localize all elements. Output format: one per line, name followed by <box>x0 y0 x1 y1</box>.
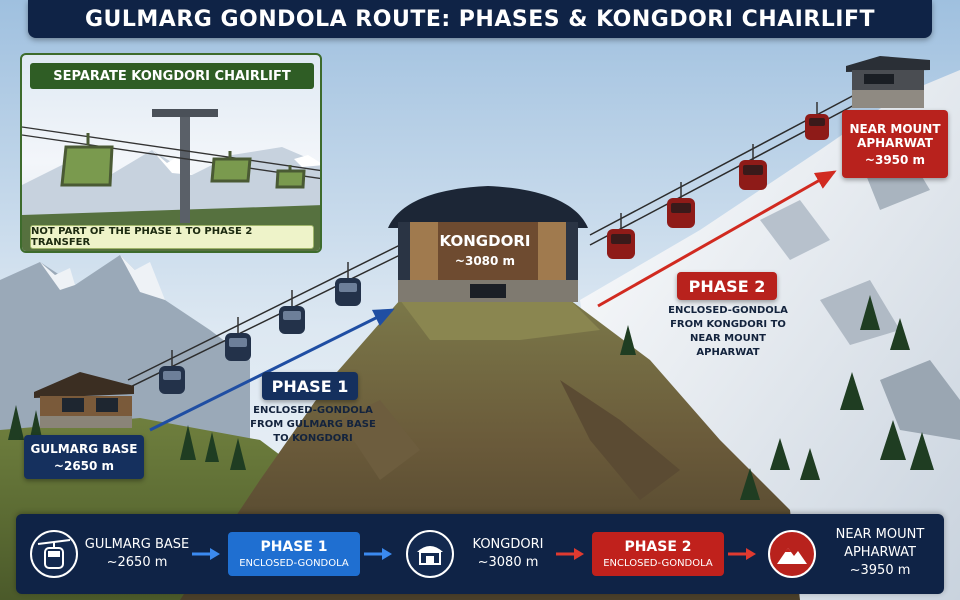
phase1-route-arrow <box>149 308 395 432</box>
summary-base-elevation: ~2650 m <box>106 555 168 570</box>
summit-station-building <box>846 56 930 108</box>
chairlift-inset: SEPARATE KONGDORI CHAIRLIFT NOT PART OF … <box>20 53 322 253</box>
summary-base-name: GULMARG BASE <box>84 537 190 552</box>
summary-summit-elevation: ~3950 m <box>849 563 911 578</box>
kongdori-station-name: KONGDORI <box>439 232 531 250</box>
summit-station-name-2: APHARWAT <box>857 135 933 150</box>
phase2-desc-line: NEAR MOUNT APHARWAT <box>690 333 766 358</box>
summit-station-elevation: ~3950 m <box>864 152 926 167</box>
summary-phase1-sub: ENCLOSED-GONDOLA <box>239 558 349 569</box>
summary-summit: NEAR MOUNT APHARWAT ~3950 m <box>822 526 938 580</box>
summary-phase2: PHASE 2 ENCLOSED-GONDOLA <box>592 532 724 576</box>
kongdori-station-label: KONGDORI ~3080 m <box>438 232 532 282</box>
chairlift-inset-title: SEPARATE KONGDORI CHAIRLIFT <box>30 63 314 89</box>
phase2-desc-line: FROM KONGDORI TO <box>670 319 786 330</box>
summary-kongdori-elevation: ~3080 m <box>477 555 539 570</box>
chairlift-inset-note: NOT PART OF THE PHASE 1 TO PHASE 2 TRANS… <box>30 225 314 249</box>
base-station-elevation: ~2650 m <box>53 458 115 473</box>
summary-arrow-2 <box>364 548 392 560</box>
summary-arrow-3 <box>556 548 584 560</box>
phase1-description: ENCLOSED-GONDOLA FROM GULMARG BASE TO KO… <box>248 404 378 446</box>
summary-kongdori: KONGDORI ~3080 m <box>462 536 554 572</box>
phase2-route-arrow <box>597 170 837 308</box>
phase1-desc-line: TO KONGDORI <box>273 433 353 444</box>
summit-station-name-1: NEAR MOUNT <box>849 121 941 136</box>
phase1-label: PHASE 1 <box>262 372 358 400</box>
phase2-description: ENCLOSED-GONDOLA FROM KONGDORI TO NEAR M… <box>662 304 794 360</box>
gondola-cabin-icon <box>30 530 78 578</box>
base-station-building <box>34 372 134 428</box>
phase2-gondolas <box>607 102 829 259</box>
page-title: GULMARG GONDOLA ROUTE: PHASES & KONGDORI… <box>84 6 876 32</box>
page-title-bar: GULMARG GONDOLA ROUTE: PHASES & KONGDORI… <box>28 0 932 38</box>
summary-arrow-4 <box>728 548 756 560</box>
station-building-icon <box>406 530 454 578</box>
phase1-desc-line: FROM GULMARG BASE <box>250 419 376 430</box>
phase1-gondolas <box>159 262 361 394</box>
base-station-name: GULMARG BASE <box>30 441 138 456</box>
phase2-label: PHASE 2 <box>677 272 777 300</box>
summary-phase1-label: PHASE 1 <box>260 539 328 555</box>
summary-arrow-1 <box>192 548 220 560</box>
kongdori-station-elevation: ~3080 m <box>454 254 516 268</box>
summary-phase1: PHASE 1 ENCLOSED-GONDOLA <box>228 532 360 576</box>
kongdori-station-building <box>388 186 588 302</box>
mountain-peak-icon <box>768 530 816 578</box>
summary-summit-name-1: NEAR MOUNT <box>835 527 925 542</box>
summary-base: GULMARG BASE ~2650 m <box>84 536 190 572</box>
summary-summit-name-2: APHARWAT <box>844 545 916 560</box>
base-station-label: GULMARG BASE ~2650 m <box>24 435 144 479</box>
phase1-desc-line: ENCLOSED-GONDOLA <box>253 405 373 416</box>
phase2-desc-line: ENCLOSED-GONDOLA <box>668 305 788 316</box>
route-summary-bar: GULMARG BASE ~2650 m PHASE 1 ENCLOSED-GO… <box>16 514 944 594</box>
summary-phase2-label: PHASE 2 <box>624 539 692 555</box>
summary-phase2-sub: ENCLOSED-GONDOLA <box>603 558 713 569</box>
summary-kongdori-name: KONGDORI <box>472 537 544 552</box>
summit-station-label: NEAR MOUNT APHARWAT ~3950 m <box>842 110 948 178</box>
